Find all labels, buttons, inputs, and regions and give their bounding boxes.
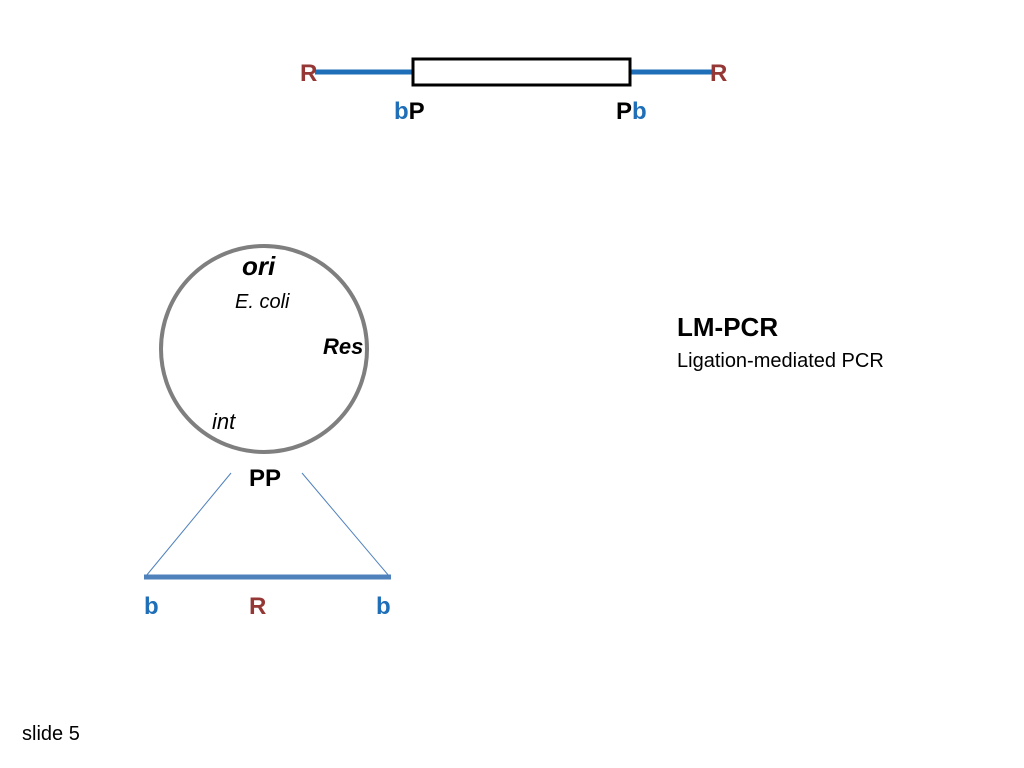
left-junction-label: bP [394, 98, 425, 125]
fragment: b R b [144, 472, 391, 620]
fragment-left-label: b [144, 593, 159, 620]
left-junction-p: P [409, 98, 425, 125]
right-junction-b: b [632, 98, 647, 125]
ecoli-label: E. coli [235, 291, 290, 313]
right-junction-label: Pb [616, 98, 647, 125]
left-junction-b: b [394, 98, 409, 125]
lmpcr-subtitle: Ligation-mediated PCR [677, 350, 884, 372]
left-end-label: R [300, 60, 317, 87]
fragment-right-label: b [376, 593, 391, 620]
top-construct: R R bP Pb [300, 57, 727, 125]
ori-label: ori [242, 251, 276, 281]
fragment-middle-label: R [249, 593, 266, 620]
res-label: Res [323, 334, 363, 359]
lmpcr-title: LM-PCR [677, 312, 779, 342]
right-end-label: R [710, 60, 727, 87]
fragment-right-guide [301, 472, 390, 577]
plasmid-circle [159, 244, 369, 454]
pp-label: PP [249, 465, 281, 492]
fragment-left-guide [145, 472, 232, 577]
int-label: int [212, 409, 236, 434]
slide-number: slide 5 [22, 723, 80, 745]
plasmid: ori E. coli Res int PP [159, 244, 369, 492]
insert-box [411, 57, 632, 87]
right-junction-p: P [616, 98, 632, 125]
